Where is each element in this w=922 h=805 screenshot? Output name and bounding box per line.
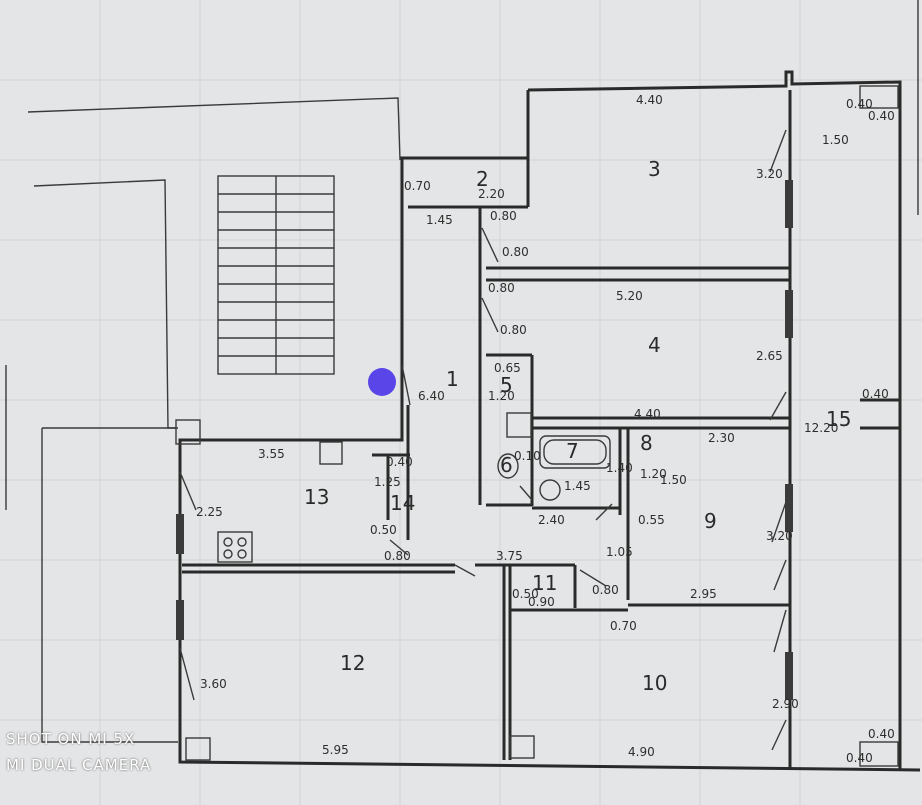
room-label-14: 14 bbox=[390, 491, 415, 515]
room-label-12: 12 bbox=[340, 651, 365, 675]
door-swings bbox=[179, 129, 787, 751]
dim-12-width: 5.95 bbox=[322, 743, 349, 757]
dim-1-height: 6.40 bbox=[418, 389, 445, 403]
dim-5-b: 1.20 bbox=[488, 389, 515, 403]
dim-9-width: 2.30 bbox=[708, 431, 735, 445]
marker-dot bbox=[368, 368, 396, 396]
windows bbox=[176, 180, 793, 700]
dim-door-b: 0.80 bbox=[502, 245, 529, 259]
dim-door-d: 0.80 bbox=[500, 323, 527, 337]
dim-8-a: 1.20 bbox=[640, 467, 667, 481]
dim-10-e: 0.80 bbox=[592, 583, 619, 597]
room-numbers: 1 2 3 4 5 6 7 8 9 10 11 12 13 14 15 bbox=[304, 157, 851, 695]
dim-6-width: 4.40 bbox=[634, 407, 661, 421]
dim-2-side: 0.70 bbox=[404, 179, 431, 193]
dim-13-width: 3.55 bbox=[258, 447, 285, 461]
dim-6-x: 0.10 bbox=[514, 449, 541, 463]
dim-door-c: 0.80 bbox=[488, 281, 515, 295]
dim-3-height: 3.20 bbox=[756, 167, 783, 181]
dim-14-a: 1.25 bbox=[374, 475, 401, 489]
dim-corner-b: 0.40 bbox=[868, 109, 895, 123]
dim-5-a: 0.65 bbox=[494, 361, 521, 375]
dim-hall-width: 3.75 bbox=[496, 549, 523, 563]
dim-4-width: 5.20 bbox=[616, 289, 643, 303]
dim-15-height: 12.20 bbox=[804, 421, 838, 435]
dim-15-a: 0.40 bbox=[862, 387, 889, 401]
dim-9-a: 0.55 bbox=[638, 513, 665, 527]
dim-13-height: 2.25 bbox=[196, 505, 223, 519]
sink bbox=[539, 479, 561, 501]
dim-14-b: 0.40 bbox=[386, 455, 413, 469]
room-label-4: 4 bbox=[648, 333, 661, 357]
dim-7-width: 1.45 bbox=[564, 479, 591, 493]
dim-9-c: 1.05 bbox=[606, 545, 633, 559]
dim-12-height: 3.60 bbox=[200, 677, 227, 691]
room-label-9: 9 bbox=[704, 509, 717, 533]
dim-4-height: 2.65 bbox=[756, 349, 783, 363]
room-label-15: 15 bbox=[826, 407, 851, 431]
dim-corner-d: 0.40 bbox=[868, 727, 895, 741]
staircase bbox=[217, 175, 335, 375]
watermark-line-2: MI DUAL CAMERA bbox=[6, 756, 152, 774]
surrounding-outlines bbox=[5, 0, 919, 743]
bathtub bbox=[539, 435, 611, 469]
dim-10-width: 4.90 bbox=[628, 745, 655, 759]
dim-9-b: 2.95 bbox=[690, 587, 717, 601]
room-label-3: 3 bbox=[648, 157, 661, 181]
dim-11-b: 0.90 bbox=[528, 595, 555, 609]
room-label-13: 13 bbox=[304, 485, 329, 509]
dim-door-a: 0.80 bbox=[490, 209, 517, 223]
dim-10-d: 0.70 bbox=[610, 619, 637, 633]
dim-15-b: 1.50 bbox=[822, 133, 849, 147]
dim-corner-a: 0.40 bbox=[846, 97, 873, 111]
room-label-11: 11 bbox=[532, 571, 557, 595]
dim-7-height: 1.40 bbox=[606, 461, 633, 475]
room-label-7: 7 bbox=[566, 439, 579, 463]
dim-corner-c: 0.40 bbox=[846, 751, 873, 765]
dim-13-d: 0.80 bbox=[384, 549, 411, 563]
room-label-6: 6 bbox=[500, 453, 513, 477]
room-label-10: 10 bbox=[642, 671, 667, 695]
dim-9-d: 2.40 bbox=[538, 513, 565, 527]
watermark-line-1: SHOT ON MI 5X bbox=[6, 730, 136, 748]
room-label-5: 5 bbox=[500, 373, 513, 397]
dim-3-width: 4.40 bbox=[636, 93, 663, 107]
dim-11-a: 0.50 bbox=[512, 587, 539, 601]
room-label-2: 2 bbox=[476, 167, 489, 191]
toilet bbox=[497, 453, 519, 479]
room-label-8: 8 bbox=[640, 431, 653, 455]
kitchen-sink bbox=[319, 441, 343, 465]
dim-8-b: 1.50 bbox=[660, 473, 687, 487]
dim-14-c: 0.50 bbox=[370, 523, 397, 537]
dim-corridor: 1.45 bbox=[426, 213, 453, 227]
stove bbox=[217, 531, 253, 563]
dim-2-width: 2.20 bbox=[478, 187, 505, 201]
fixtures bbox=[217, 412, 611, 563]
dim-9-height: 3.20 bbox=[766, 529, 793, 543]
dimension-labels: 2.20 0.70 1.45 0.80 0.80 0.80 0.80 4.40 … bbox=[196, 93, 895, 765]
room-label-1: 1 bbox=[446, 367, 459, 391]
dim-10-height: 2.90 bbox=[772, 697, 799, 711]
